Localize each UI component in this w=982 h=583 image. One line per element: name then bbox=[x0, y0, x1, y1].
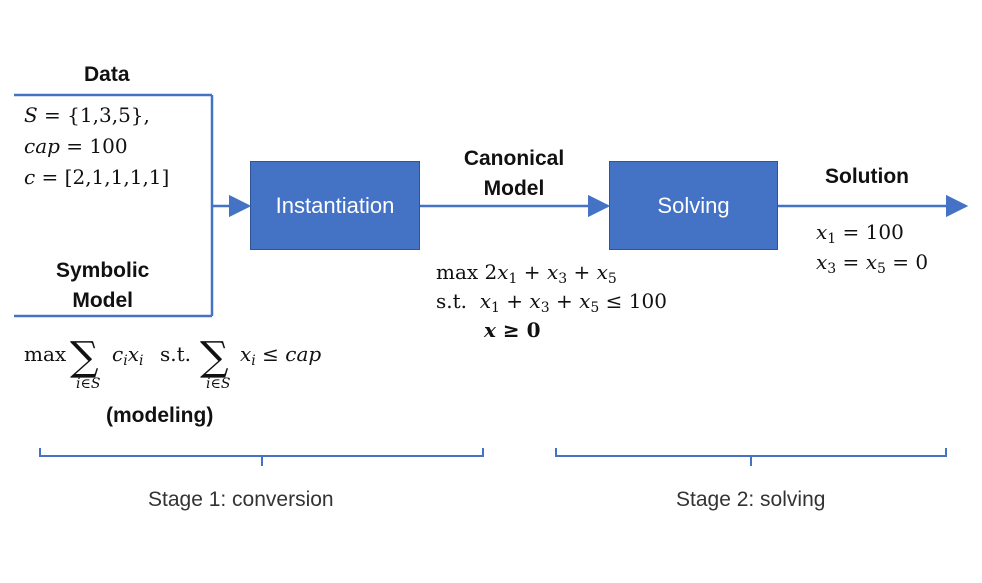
symbolic-max: max bbox=[24, 342, 67, 366]
instantiation-box: Instantiation bbox=[250, 161, 420, 250]
canonical-nonneg: x ≥ 0 bbox=[484, 318, 541, 342]
symbolic-st: s.t. bbox=[160, 342, 192, 366]
sum-symbol-2: ∑ bbox=[200, 334, 229, 380]
sum-symbol-1: ∑ bbox=[70, 334, 99, 380]
stage2-brace bbox=[555, 448, 947, 466]
solving-box: Solving bbox=[609, 161, 778, 250]
canonical-title-line1: Canonical bbox=[463, 147, 565, 170]
data-line-cost: c = [2,1,1,1,1] bbox=[24, 165, 170, 189]
canonical-title-line2: Model bbox=[483, 177, 545, 200]
symbolic-model-title: Symbolic Model bbox=[56, 256, 149, 316]
canonical-constraint: s.t. x1 + x3 + x5 ≤ 100 bbox=[436, 289, 667, 317]
stage2-label: Stage 2: solving bbox=[676, 488, 826, 511]
stage1-label: Stage 1: conversion bbox=[148, 488, 334, 511]
solving-label: Solving bbox=[657, 192, 730, 218]
data-title: Data bbox=[84, 63, 130, 86]
data-line-set: S = {1,3,5}, bbox=[24, 103, 150, 127]
canonical-objective: max 2x1 + x3 + x5 bbox=[436, 260, 617, 288]
solution-title: Solution bbox=[825, 165, 909, 188]
symbolic-title-line2: Model bbox=[72, 289, 134, 312]
symbolic-term2: xi ≤ cap bbox=[240, 342, 322, 370]
sum-index-1: i∈S bbox=[76, 376, 101, 392]
symbolic-term1: cixi bbox=[112, 342, 144, 370]
solution-line1: x1 = 100 bbox=[816, 220, 904, 248]
modeling-note: (modeling) bbox=[106, 404, 214, 427]
stage1-brace bbox=[39, 448, 484, 466]
sum-index-2: i∈S bbox=[206, 376, 231, 392]
symbolic-title-line1: Symbolic bbox=[56, 259, 150, 282]
solution-line2: x3 = x5 = 0 bbox=[816, 250, 929, 278]
instantiation-label: Instantiation bbox=[275, 192, 395, 218]
canonical-model-title: Canonical Model bbox=[458, 144, 570, 204]
data-line-cap: cap = 100 bbox=[24, 134, 128, 158]
